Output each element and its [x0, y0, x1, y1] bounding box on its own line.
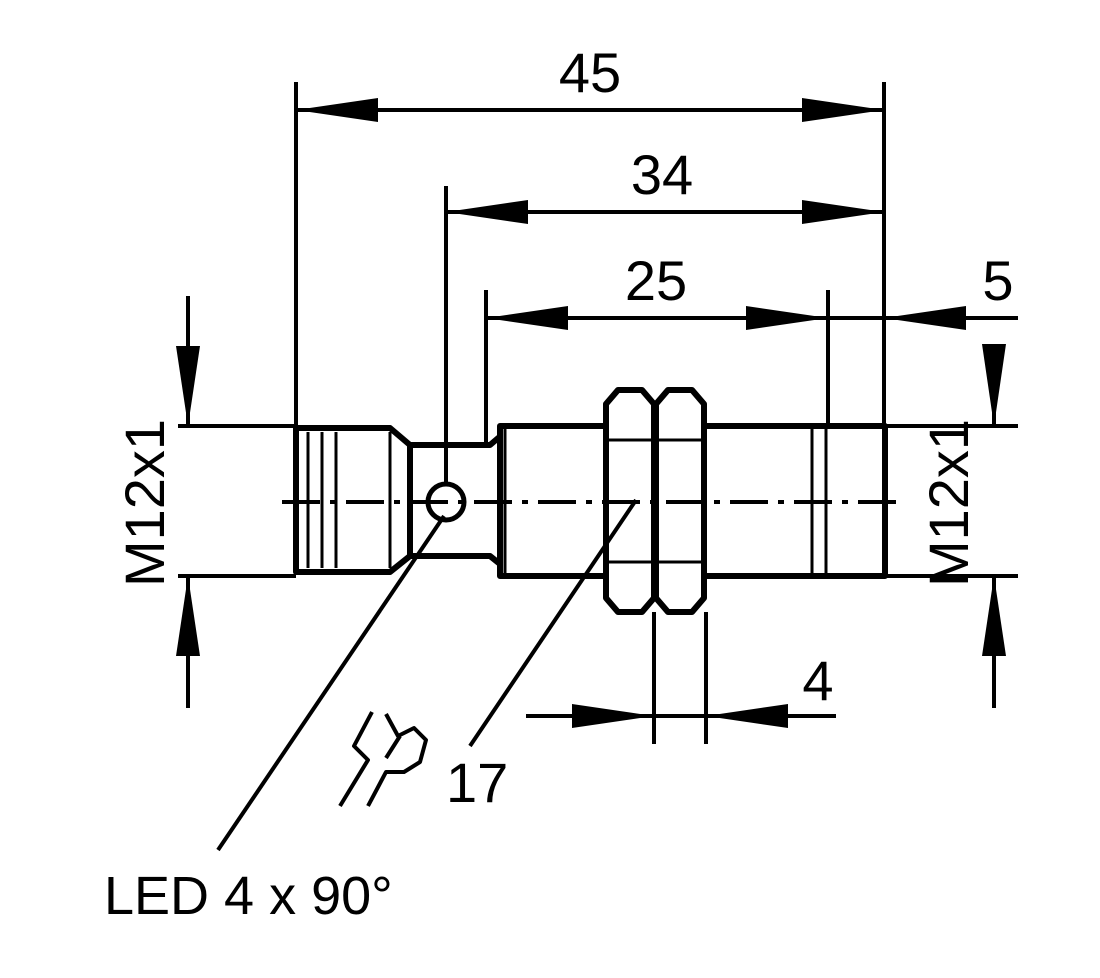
led-label: LED 4 x 90° — [104, 866, 393, 926]
dimension-34-label: 34 — [631, 143, 693, 206]
dimension-5-label: 5 — [982, 249, 1013, 312]
leader-lines — [216, 498, 638, 852]
dimension-5: 5 — [828, 249, 1018, 330]
extension-lines — [178, 82, 1018, 744]
thread-left-label: M12x1 — [113, 419, 176, 587]
dimension-thread-right: M12x1 — [917, 344, 1006, 708]
wrench-icon — [338, 711, 428, 808]
dimension-thread-left: M12x1 — [113, 296, 200, 708]
dimension-34: 34 — [446, 143, 884, 224]
dimension-45-label: 45 — [559, 41, 621, 104]
thread-right-label: M12x1 — [917, 419, 980, 587]
wrench-size-label: 17 — [446, 751, 508, 814]
dimension-4-label: 4 — [802, 649, 833, 712]
dimension-4: 4 — [526, 649, 836, 728]
dimension-25: 25 — [486, 249, 828, 330]
wrench-leader-line — [468, 498, 638, 748]
led-leader-line — [216, 514, 446, 852]
sensor-body — [282, 387, 900, 615]
dimension-45: 45 — [296, 41, 884, 122]
dimension-25-label: 25 — [625, 249, 687, 312]
